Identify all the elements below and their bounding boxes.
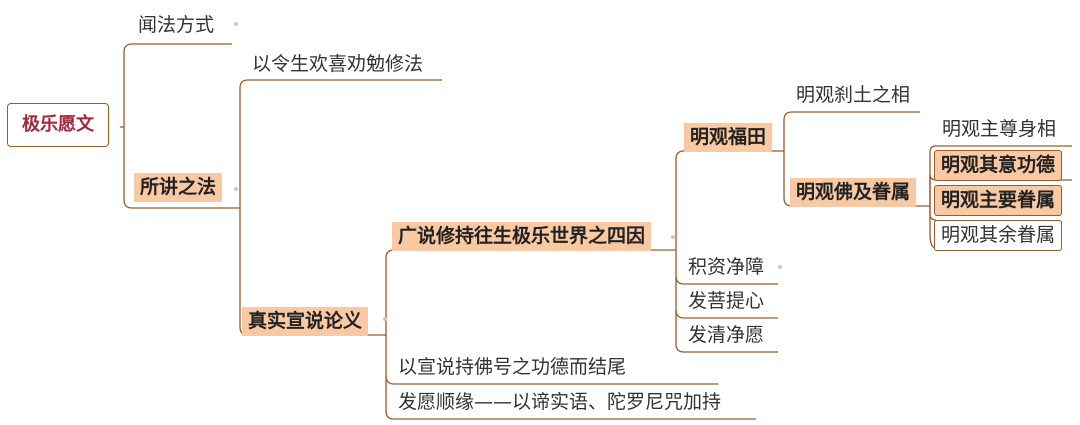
node-suojiang[interactable]: 所讲之法 [134,173,223,202]
collapse-dot-icon [234,187,238,191]
node-faputi[interactable]: 发菩提心 [688,290,765,312]
node-zhuyao[interactable]: 明观主要眷属 [934,185,1063,216]
node-fo-juanshu[interactable]: 明观佛及眷属 [790,178,917,207]
node-chatu[interactable]: 明观刹土之相 [796,84,911,106]
collapse-dot-icon [383,317,387,321]
node-fayuan[interactable]: 发愿顺缘——以谛实语、陀罗尼咒加持 [398,391,722,413]
node-wenfa[interactable]: 闻法方式 [138,14,215,36]
node-mingguan-futian[interactable]: 明观福田 [684,123,773,152]
node-yixuan[interactable]: 以宣说持佛号之功德而结尾 [398,356,627,378]
collapse-dot-icon [778,265,782,269]
node-qiyu[interactable]: 明观其余眷属 [934,220,1063,251]
node-yiling[interactable]: 以令生欢喜劝勉修法 [252,53,424,75]
root-node[interactable]: 极乐愿文 [7,103,109,147]
collapse-dot-icon [671,235,675,239]
node-yigongde[interactable]: 明观其意功德 [934,150,1063,181]
collapse-dot-icon [234,22,238,26]
node-guangshuo[interactable]: 广说修持往生极乐世界之四因 [392,222,652,251]
node-zhenshi[interactable]: 真实宣说论义 [242,307,369,336]
node-faqing[interactable]: 发清净愿 [688,324,765,346]
node-jizi[interactable]: 积资净障 [688,256,765,278]
node-zhuzun[interactable]: 明观主尊身相 [942,118,1057,140]
